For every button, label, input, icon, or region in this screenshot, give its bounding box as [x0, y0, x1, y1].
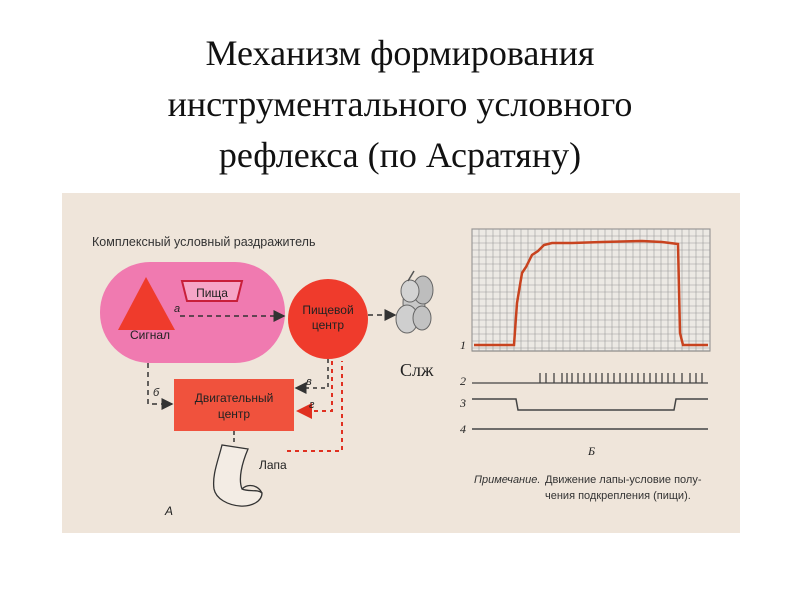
- arrow-a-label: а: [174, 303, 180, 315]
- figure-svg: Комплексный условный раздражитель Сигнал…: [62, 193, 740, 533]
- recording-grid: [472, 229, 710, 351]
- trace-number-1: 1: [460, 338, 466, 352]
- gland-label: Слж: [400, 360, 434, 380]
- figure-panel: Комплексный условный раздражитель Сигнал…: [62, 193, 740, 533]
- arrow-b-label: б: [153, 387, 160, 399]
- arrow-v-label: в: [306, 376, 312, 388]
- title-line-2: инструментального условного: [0, 79, 800, 130]
- title-line-3: рефлекса (по Асратяну): [0, 130, 800, 181]
- trace-number-2: 2: [460, 374, 466, 388]
- food-center-label-2: центр: [312, 318, 345, 332]
- arrow-v: [296, 359, 328, 388]
- note-prefix: Примечание.: [474, 474, 540, 486]
- paw-label: Лапа: [259, 458, 287, 472]
- trace-number-3: 3: [459, 396, 466, 410]
- trace-2-line: [472, 373, 708, 383]
- food-label: Пища: [196, 286, 228, 300]
- food-center-label-1: Пищевой: [302, 303, 353, 317]
- motor-center-label-1: Двигательный: [195, 391, 274, 405]
- panel-a-label: А: [164, 504, 173, 518]
- arrow-b: [148, 363, 172, 404]
- arrow-g-feedback: [287, 361, 342, 451]
- motor-center-box: [174, 379, 294, 431]
- trace-number-4: 4: [460, 422, 466, 436]
- salivary-gland: [396, 271, 433, 333]
- arrow-g: [298, 361, 332, 411]
- title-line-1: Механизм формирования: [0, 28, 800, 79]
- signal-label: Сигнал: [130, 328, 170, 342]
- motor-center-label-2: центр: [218, 407, 251, 421]
- complex-stimulus-label: Комплексный условный раздражитель: [92, 235, 315, 249]
- arrow-g-label: г: [309, 399, 315, 411]
- panel-b-label: Б: [587, 444, 595, 458]
- trace-3-line: [472, 399, 708, 410]
- slide-title: Механизм формирования инструментального …: [0, 28, 800, 181]
- paw-drawing: [214, 445, 262, 506]
- note-line-2: чения подкрепления (пищи).: [545, 490, 691, 502]
- note-line-1: Движение лапы-условие полу-: [545, 474, 702, 486]
